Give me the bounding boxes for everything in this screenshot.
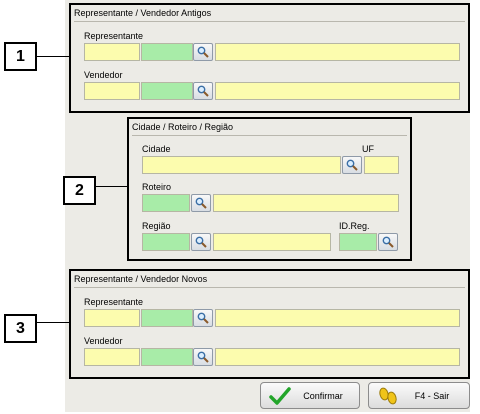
vendedor-name-field[interactable]	[215, 348, 460, 366]
cidade-field[interactable]	[142, 156, 341, 174]
group-cidade-roteiro-regiao: Cidade / Roteiro / Região Cidade UF Rote…	[127, 117, 412, 261]
vendedor-label: Vendedor	[84, 70, 123, 80]
uf-label: UF	[362, 144, 374, 154]
callout-1: 1	[4, 42, 37, 71]
vendedor-name-field[interactable]	[215, 82, 460, 100]
roteiro-label: Roteiro	[142, 182, 172, 192]
roteiro-id-field[interactable]	[142, 194, 190, 212]
magnifier-icon	[197, 351, 209, 363]
vendedor-code-field[interactable]	[84, 348, 140, 366]
representante-code-field[interactable]	[84, 43, 140, 61]
uf-field[interactable]	[364, 156, 399, 174]
vendedor-code-field[interactable]	[84, 82, 140, 100]
group-title: Representante / Vendedor Novos	[74, 274, 208, 284]
representante-name-field[interactable]	[215, 309, 460, 327]
representante-search-button[interactable]	[193, 309, 213, 327]
vendedor-id-field[interactable]	[141, 348, 193, 366]
footprints-icon	[375, 386, 401, 406]
group-representante-vendedor-novos: Representante / Vendedor Novos Represent…	[69, 269, 470, 379]
representante-label: Representante	[84, 31, 144, 41]
vendedor-label: Vendedor	[84, 336, 123, 346]
callout-2-number: 2	[75, 181, 84, 199]
green-check-icon	[267, 386, 293, 406]
group-title: Representante / Vendedor Antigos	[74, 8, 212, 18]
confirm-label: Confirmar	[303, 390, 343, 401]
roteiro-description-field[interactable]	[213, 194, 399, 212]
callout-2-connector	[96, 186, 127, 187]
representante-id-field[interactable]	[141, 309, 193, 327]
callout-3: 3	[4, 314, 37, 343]
magnifier-icon	[197, 85, 209, 97]
magnifier-icon	[195, 197, 207, 209]
group-representante-vendedor-antigos: Representante / Vendedor Antigos Represe…	[69, 3, 470, 113]
group-title-rule	[74, 287, 465, 288]
regiao-id-field[interactable]	[142, 233, 190, 251]
representante-label: Representante	[84, 297, 144, 307]
callout-2: 2	[63, 176, 96, 205]
magnifier-icon	[197, 312, 209, 324]
cidade-search-button[interactable]	[342, 156, 362, 174]
representante-code-field[interactable]	[84, 309, 140, 327]
group-title-rule	[132, 135, 407, 136]
cidade-label: Cidade	[142, 144, 171, 154]
group-title: Cidade / Roteiro / Região	[132, 122, 234, 132]
group-title-rule	[74, 21, 465, 22]
magnifier-icon	[195, 236, 207, 248]
magnifier-icon	[346, 159, 358, 171]
callout-3-number: 3	[16, 319, 25, 337]
vendedor-id-field[interactable]	[141, 82, 193, 100]
roteiro-search-button[interactable]	[191, 194, 211, 212]
representante-name-field[interactable]	[215, 43, 460, 61]
idreg-field[interactable]	[339, 233, 377, 251]
idreg-label: ID.Reg.	[339, 221, 370, 231]
representante-id-field[interactable]	[141, 43, 193, 61]
callout-1-number: 1	[16, 47, 25, 65]
vendedor-search-button[interactable]	[193, 82, 213, 100]
idreg-search-button[interactable]	[378, 233, 398, 251]
magnifier-icon	[197, 46, 209, 58]
exit-button[interactable]: F4 - Sair	[368, 382, 470, 409]
regiao-description-field[interactable]	[213, 233, 331, 251]
regiao-search-button[interactable]	[191, 233, 211, 251]
vendedor-search-button[interactable]	[193, 348, 213, 366]
callout-1-connector	[37, 56, 69, 57]
representante-search-button[interactable]	[193, 43, 213, 61]
magnifier-icon	[382, 236, 394, 248]
callout-3-connector	[37, 322, 69, 323]
confirm-button[interactable]: Confirmar	[260, 382, 360, 409]
regiao-label: Região	[142, 221, 171, 231]
exit-label: F4 - Sair	[414, 390, 450, 401]
